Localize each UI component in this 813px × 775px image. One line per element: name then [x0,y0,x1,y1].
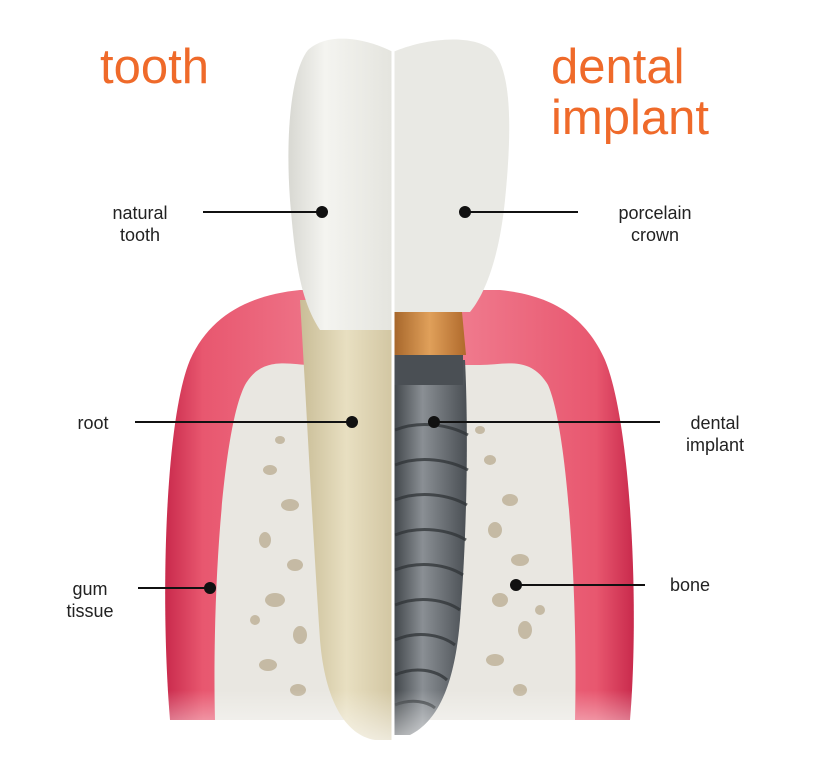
bone-texture [250,426,545,696]
dot-natural-tooth [316,206,328,218]
label-dental-implant: dental implant [685,413,745,455]
label-root: root [77,413,109,433]
porcelain-crown-shape [393,39,510,312]
label-natural-tooth: natural tooth [112,203,168,245]
label-gum-tissue: gum tissue [66,579,114,621]
implant-collar [393,355,463,385]
root-shape [300,300,393,740]
dot-root [346,416,358,428]
natural-crown-shape [288,38,393,330]
heading-dental-implant: dental implant [551,42,709,144]
bottom-fade [150,690,650,775]
dot-gum [204,582,216,594]
heading-implant-line2: implant [551,91,709,145]
abutment [393,312,466,355]
implant-illustration [393,39,510,735]
natural-tooth-illustration [288,38,393,740]
leader-lines [135,206,660,594]
heading-tooth: tooth [100,40,209,94]
label-porcelain-crown: porcelain crown [618,203,692,245]
heading-dental-line1: dental [551,40,685,94]
dot-crown [459,206,471,218]
label-bone: bone [669,575,711,595]
dot-implant [428,416,440,428]
dot-bone [510,579,522,591]
